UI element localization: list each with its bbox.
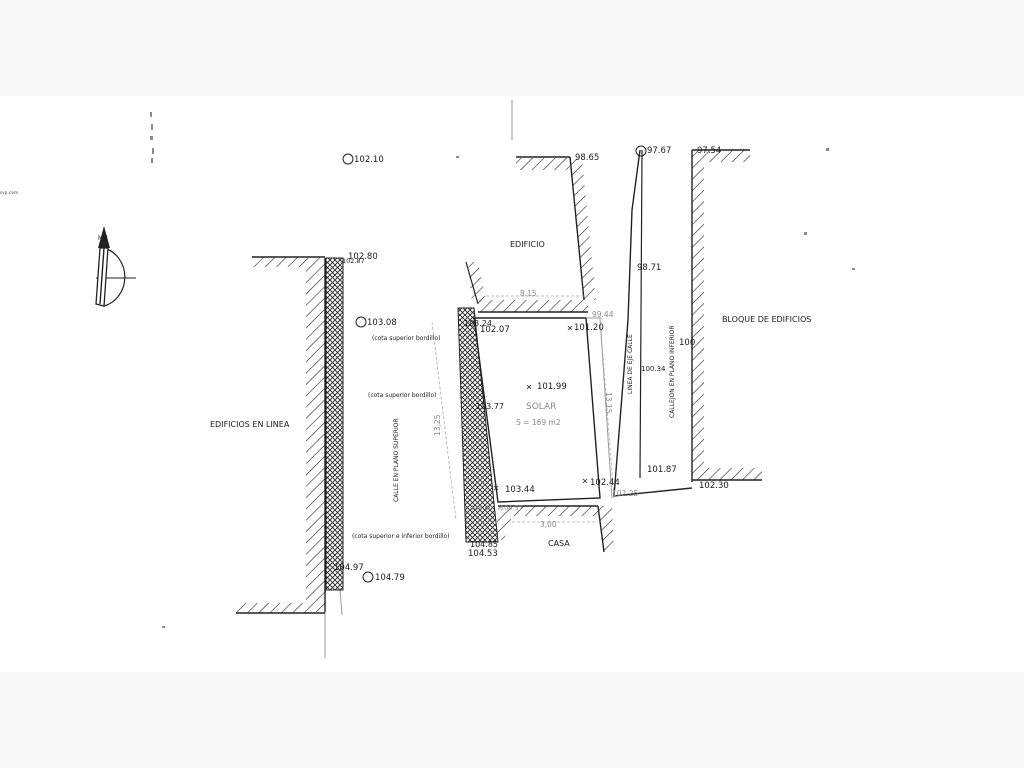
level-102-10: 102.10	[354, 155, 384, 165]
level-100: 100	[679, 338, 695, 348]
level-102-25: 102.25	[612, 489, 638, 498]
level-100-34: 100.34	[641, 365, 666, 373]
casa-label: CASA	[548, 539, 570, 548]
level-103-24: 103.24	[464, 319, 492, 328]
scan-marks	[150, 112, 855, 628]
edificios-linea-label: EDIFICIOS EN LINEA	[210, 420, 290, 429]
linea-eje-label: LINEA DE EJE CALLE	[627, 334, 634, 394]
level-98-71: 98.71	[637, 263, 661, 273]
level-104-97: 104.97	[334, 563, 364, 573]
dim-8-15: 8,15	[520, 289, 537, 298]
level-102-87: 102.87	[342, 257, 365, 265]
dim-13-25: 13,25	[433, 414, 442, 436]
casa-wall	[494, 505, 614, 553]
level-103-77: 103.77	[476, 402, 504, 411]
cota-bordillo-label-1: (cota superior bordillo)	[372, 335, 441, 342]
level-101-20: 101.20	[574, 323, 604, 333]
level-103-08: 103.08	[367, 318, 397, 328]
level-102-30: 102.30	[699, 481, 729, 491]
spot-height-crosses	[493, 325, 588, 491]
dim-13-15: 13,15	[604, 392, 613, 414]
level-104-60: 104.60	[470, 504, 493, 512]
solar-label: SOLAR	[526, 402, 556, 412]
north-label: NM	[98, 235, 108, 242]
level-104-85: 104.85	[470, 540, 498, 549]
level-103-44: 103.44	[505, 485, 535, 495]
level-104-79: 104.79	[375, 573, 405, 583]
edificio-label: EDIFICIO	[510, 240, 545, 249]
cota-bordillo-label-2: (cota superior bordillo)	[368, 392, 437, 399]
dim-3-00: 3,00	[540, 520, 557, 529]
plan-sheet: svp.com	[0, 96, 1024, 672]
cota-bordillo-label-3: (cota superior e inferior bordillo)	[352, 533, 450, 540]
edificios-en-linea-wall	[236, 256, 326, 614]
level-104-57: 104.57	[500, 504, 523, 512]
left-curb	[325, 257, 344, 591]
edificio-wall	[465, 156, 596, 313]
guide-line	[339, 589, 343, 616]
solar-curb	[457, 307, 499, 543]
calle-superior-label: CALLE EN PLANO SUPERIOR	[393, 418, 400, 502]
level-99-44: 99.44	[592, 310, 614, 319]
level-101-99: 101.99	[537, 382, 567, 392]
level-102-44: 102.44	[590, 478, 620, 488]
level-101-87: 101.87	[647, 465, 677, 475]
level-97-54: 97.54	[697, 146, 721, 156]
level-102-80: 102.80	[348, 252, 378, 262]
level-98-65: 98.65	[575, 153, 599, 163]
level-102-07: 102.07	[480, 325, 510, 335]
sheet-code: svp.com	[0, 190, 19, 195]
level-markers	[342, 145, 647, 583]
dimension-lines	[431, 295, 615, 523]
callejon-label: CALLEJON EN PLANO INFERIOR	[669, 326, 676, 419]
callejon-line	[639, 149, 643, 479]
bloque-label: BLOQUE DE EDIFICIOS	[722, 315, 811, 324]
bloque-wall	[691, 149, 762, 482]
level-104-53: 104.53	[468, 549, 498, 559]
level-97-67: 97.67	[647, 146, 671, 156]
solar-area: S = 169 m2	[516, 418, 561, 427]
eje-calle-line	[613, 149, 693, 497]
north-arrow	[95, 226, 136, 307]
